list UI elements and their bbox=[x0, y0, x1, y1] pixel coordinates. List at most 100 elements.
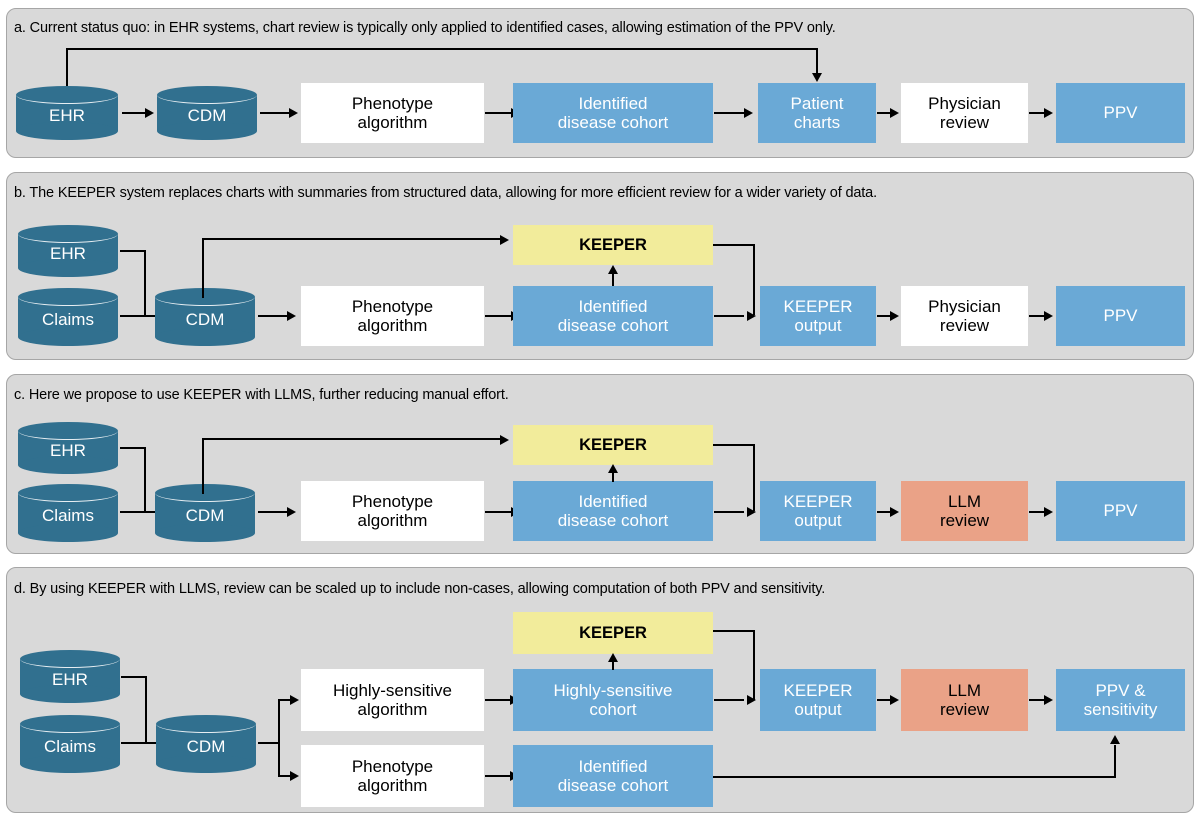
panel-a-phenotype-cohort-line bbox=[485, 112, 512, 114]
panel-c-cdm-keeper-arrowhead bbox=[500, 434, 509, 445]
panel-b-ehr-cylinder: EHR bbox=[18, 225, 118, 277]
panel-d-hs-algorithm-cohort-line bbox=[485, 699, 512, 701]
panel-d-ehr-cylinder: EHR bbox=[20, 650, 120, 703]
panel-d-cohort-keeper-arrowhead bbox=[607, 653, 618, 662]
panel-b-cdm-keeper-hline bbox=[202, 238, 501, 240]
panel-a-charts-physician-line bbox=[877, 112, 893, 114]
panel-a-identified-cohort-box: Identified disease cohort bbox=[513, 83, 713, 143]
panel-c-keeper-output-vline bbox=[753, 444, 755, 511]
panel-d-keeper-output-arrowhead bbox=[747, 694, 756, 705]
panel-b-physician-review-box: Physician review bbox=[901, 286, 1028, 346]
panel-a-ehr-to-charts-arrowhead bbox=[811, 73, 822, 82]
panel-c-identified-cohort-box: Identified disease cohort bbox=[513, 481, 713, 541]
panel-a-ppv-box: PPV bbox=[1056, 83, 1185, 143]
panel-d-output-llm-arrowhead bbox=[890, 694, 899, 705]
panel-d-phenotype-algorithm-box: Phenotype algorithm bbox=[301, 745, 484, 807]
panel-b-keeper-output-hline-top bbox=[713, 244, 755, 246]
panel-a-cdm-phenotype-arrowhead bbox=[289, 107, 298, 118]
panel-c-caption: c. Here we propose to use KEEPER with LL… bbox=[14, 387, 509, 403]
panel-d-llm-review-box: LLM review bbox=[901, 669, 1028, 731]
panel-d-llm-ppv-arrowhead bbox=[1044, 694, 1053, 705]
panel-c-keeper-box: KEEPER bbox=[513, 425, 713, 465]
panel-d-keeper-output-vline bbox=[753, 630, 755, 700]
panel-d-cdm-cylinder: CDM bbox=[156, 715, 256, 773]
panel-c-cdm-phenotype-line bbox=[258, 511, 288, 513]
panel-c-phenotype-cohort-line bbox=[485, 511, 512, 513]
panel-d-claims-cdm-line bbox=[121, 742, 183, 744]
panel-d-ehr-elbow-v bbox=[145, 676, 147, 743]
panel-b-cdm-label: CDM bbox=[185, 310, 225, 329]
panel-d-phenotype-cohort-line bbox=[485, 775, 512, 777]
panel-d-keeper-output-hline-bottom bbox=[714, 699, 744, 701]
panel-b-cohort-keeper-vline bbox=[612, 272, 614, 286]
panel-a-physician-ppv-line bbox=[1029, 112, 1047, 114]
panel-d-cohort-ppv-hline bbox=[713, 776, 1116, 778]
panel-b-keeper-output-hline-bottom bbox=[714, 315, 744, 317]
panel-d-cohort-ppv-arrowhead bbox=[1109, 735, 1120, 744]
panel-a-physician-ppv-arrowhead bbox=[1044, 107, 1053, 118]
panel-c-ehr-cylinder: EHR bbox=[18, 422, 118, 474]
panel-c-llm-review-box: LLM review bbox=[901, 481, 1028, 541]
panel-a-ehr-to-charts-vline-right bbox=[816, 48, 818, 74]
panel-a-phenotype-algorithm-box: Phenotype algorithm bbox=[301, 83, 484, 143]
panel-d-keeper-output-box: KEEPER output bbox=[760, 669, 876, 731]
panel-b-cdm-phenotype-line bbox=[258, 315, 288, 317]
panel-a-ehr-label: EHR bbox=[49, 106, 85, 125]
panel-a-cohort-charts-line bbox=[714, 112, 744, 114]
panel-b-claims-label: Claims bbox=[42, 310, 94, 329]
panel-a-ehr-cylinder: EHR bbox=[16, 86, 118, 140]
panel-c-claims-label: Claims bbox=[42, 506, 94, 525]
panel-b-cohort-keeper-arrowhead bbox=[607, 265, 618, 274]
panel-d-cdm-branch-upper-h bbox=[278, 699, 292, 701]
panel-d-claims-cylinder: Claims bbox=[20, 715, 120, 773]
panel-b-cdm-cylinder: CDM bbox=[155, 288, 255, 346]
panel-c-output-llm-arrowhead bbox=[890, 506, 899, 517]
panel-c-cdm-label: CDM bbox=[185, 506, 225, 525]
panel-b-ehr-elbow-v bbox=[144, 250, 146, 316]
panel-a-cdm-cylinder: CDM bbox=[157, 86, 257, 140]
panel-a-cdm-label: CDM bbox=[187, 106, 227, 125]
panel-d-cohort-ppv-vline bbox=[1114, 745, 1116, 778]
panel-b-caption: b. The KEEPER system replaces charts wit… bbox=[14, 185, 877, 201]
panel-a-physician-review-box: Physician review bbox=[901, 83, 1028, 143]
panel-b-phenotype-algorithm-box: Phenotype algorithm bbox=[301, 286, 484, 346]
panel-c-ehr-label: EHR bbox=[50, 441, 86, 460]
panel-b-physician-ppv-arrowhead bbox=[1044, 310, 1053, 321]
panel-d-claims-label: Claims bbox=[44, 737, 96, 756]
panel-d-ehr-label: EHR bbox=[52, 669, 88, 689]
panel-c-cdm-phenotype-arrowhead bbox=[287, 506, 296, 517]
panel-d-llm-ppv-line bbox=[1029, 699, 1047, 701]
panel-b-keeper-box: KEEPER bbox=[513, 225, 713, 265]
panel-c-cdm-keeper-hline bbox=[202, 438, 501, 440]
panel-d-cdm-branch-lower-h bbox=[278, 775, 292, 777]
panel-b-output-physician-arrowhead bbox=[890, 310, 899, 321]
panel-a-charts-physician-arrowhead bbox=[890, 107, 899, 118]
panel-c-llm-ppv-arrowhead bbox=[1044, 506, 1053, 517]
panel-a-ehr-to-charts-vline-left bbox=[66, 48, 68, 86]
panel-d-cohort-keeper-vline bbox=[612, 661, 614, 670]
panel-c-ehr-elbow-h bbox=[120, 447, 146, 449]
panel-b-keeper-output-vline bbox=[753, 244, 755, 315]
panel-d-highly-sensitive-cohort-box: Highly-sensitive cohort bbox=[513, 669, 713, 731]
panel-b-phenotype-cohort-line bbox=[485, 315, 512, 317]
panel-b-claims-cdm-line bbox=[120, 315, 182, 317]
panel-a-ehr-cdm-line bbox=[122, 112, 146, 114]
panel-b-output-physician-line bbox=[877, 315, 893, 317]
panel-d-output-llm-line bbox=[877, 699, 893, 701]
panel-a-caption: a. Current status quo: in EHR systems, c… bbox=[14, 20, 836, 36]
panel-b-ppv-box: PPV bbox=[1056, 286, 1185, 346]
panel-a-ehr-cdm-arrowhead bbox=[145, 107, 154, 118]
panel-d-cdm-split-h bbox=[258, 742, 280, 744]
panel-d-ehr-elbow-h bbox=[121, 676, 147, 678]
panel-b-keeper-output-arrowhead bbox=[747, 310, 756, 321]
panel-c-keeper-output-hline-top bbox=[713, 444, 755, 446]
panel-b-identified-cohort-box: Identified disease cohort bbox=[513, 286, 713, 346]
panel-c-ppv-box: PPV bbox=[1056, 481, 1185, 541]
panel-d-ppv-sensitivity-box: PPV & sensitivity bbox=[1056, 669, 1185, 731]
panel-b-ehr-elbow-h bbox=[120, 250, 146, 252]
panel-a-patient-charts-box: Patient charts bbox=[758, 83, 876, 143]
panel-b-cdm-keeper-vline bbox=[202, 238, 204, 298]
panel-b-keeper-output-box: KEEPER output bbox=[760, 286, 876, 346]
panel-d-cdm-split-v bbox=[278, 699, 280, 777]
panel-b-cdm-keeper-arrowhead bbox=[500, 234, 509, 245]
